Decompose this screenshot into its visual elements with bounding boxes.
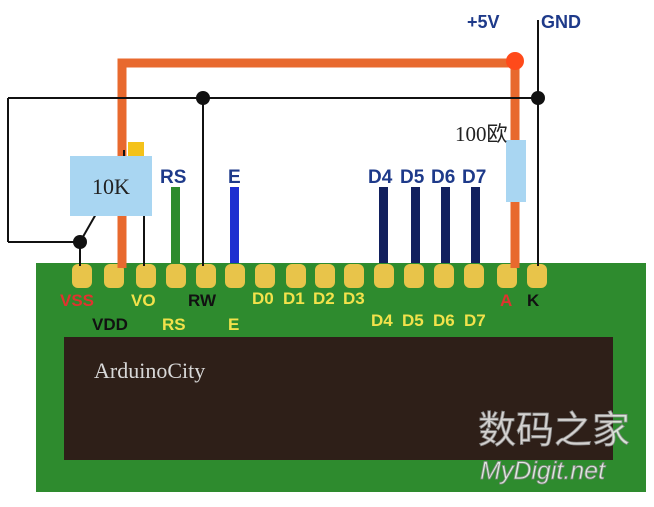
junction-5v xyxy=(506,52,524,70)
d7-signal-lead xyxy=(471,187,480,263)
lcd-screen xyxy=(64,337,613,460)
top-label-d6: D6 xyxy=(431,167,455,188)
pin-label-d7: D7 xyxy=(464,311,486,330)
resistor-label: 100欧 xyxy=(455,122,508,146)
pin-d6 xyxy=(434,264,454,288)
junction-vss xyxy=(73,235,87,249)
potentiometer-label: 10K xyxy=(92,174,130,199)
pin-d5 xyxy=(404,264,424,288)
pin-label-vss: VSS xyxy=(60,291,94,310)
pin-label-d1: D1 xyxy=(283,289,305,308)
pin-label-vdd: VDD xyxy=(92,315,128,334)
d5-signal-lead xyxy=(411,187,420,263)
top-label-e: E xyxy=(228,167,241,188)
pin-label-d3: D3 xyxy=(343,289,365,308)
pot-knob xyxy=(128,142,144,156)
pin-label-e: E xyxy=(228,315,239,334)
vdd-5v-wire xyxy=(117,58,520,268)
pin-label-rw: RW xyxy=(188,291,217,310)
pin-label-vo: VO xyxy=(131,291,156,310)
pin-label-d6: D6 xyxy=(433,311,455,330)
top-label-d7: D7 xyxy=(462,167,486,188)
junction-gnd xyxy=(531,91,545,105)
plus5v-label: +5V xyxy=(467,12,500,32)
pin-label-d0: D0 xyxy=(252,289,274,308)
pin-label-rs: RS xyxy=(162,315,186,334)
pin-k xyxy=(527,264,547,288)
pin-d7 xyxy=(464,264,484,288)
rs-signal-lead xyxy=(171,187,180,263)
pin-vss xyxy=(72,264,92,288)
potentiometer-body xyxy=(70,156,152,216)
junction-rw xyxy=(196,91,210,105)
pin-d3 xyxy=(344,264,364,288)
pin-rw xyxy=(196,264,216,288)
pin-label-a: A xyxy=(500,291,512,310)
e-signal-lead xyxy=(230,187,239,263)
top-label-d5: D5 xyxy=(400,167,425,188)
resistor-body xyxy=(506,140,526,202)
pin-d4 xyxy=(374,264,394,288)
pin-e xyxy=(225,264,245,288)
d6-signal-lead xyxy=(441,187,450,263)
lcd-display-text: ArduinoCity xyxy=(94,358,205,383)
pin-label-d2: D2 xyxy=(313,289,335,308)
top-label-rs: RS xyxy=(160,167,186,188)
watermark-site: MyDigit.net xyxy=(480,457,606,485)
pin-vo xyxy=(136,264,156,288)
header-pins xyxy=(72,264,547,288)
pin-a xyxy=(497,264,517,288)
gnd-label: GND xyxy=(541,12,581,32)
pin-rs xyxy=(166,264,186,288)
watermark-chinese: 数码之家 xyxy=(478,410,630,452)
pin-label-d5: D5 xyxy=(402,311,424,330)
pin-d2 xyxy=(315,264,335,288)
pin-label-d4: D4 xyxy=(371,311,393,330)
pin-vdd xyxy=(104,264,124,288)
pin-label-k: K xyxy=(527,291,540,310)
top-label-d4: D4 xyxy=(368,167,393,188)
pin-d1 xyxy=(286,264,306,288)
pin-d0 xyxy=(255,264,275,288)
d4-signal-lead xyxy=(379,187,388,263)
